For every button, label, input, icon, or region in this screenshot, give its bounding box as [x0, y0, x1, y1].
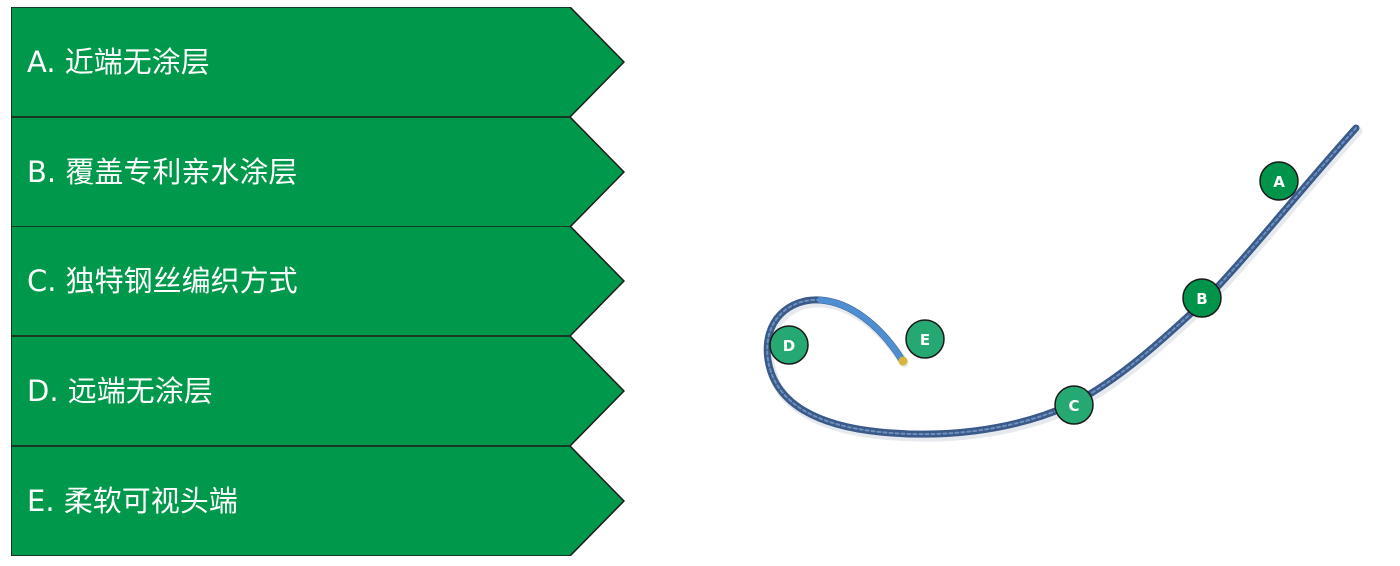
feature-label-list: A. 近端无涂层 B. 覆盖专利亲水涂层 C. 独特钢丝编织方式 D. 远端无涂… [0, 0, 640, 562]
arrow-shape [11, 7, 625, 117]
feature-label-e: E. 柔软可视头端 [11, 446, 625, 556]
feature-label-text: E. 柔软可视头端 [27, 484, 238, 518]
feature-label-b: B. 覆盖专利亲水涂层 [11, 117, 625, 227]
marker-e: E [905, 319, 945, 359]
feature-label-text: D. 远端无涂层 [27, 374, 213, 408]
feature-label-text: A. 近端无涂层 [27, 45, 210, 79]
arrow-shape [11, 446, 625, 556]
arrow-shape [11, 226, 625, 336]
arrow-shape [11, 117, 625, 227]
guidewire-svg: A B C D E [763, 124, 1363, 442]
marker-letter: B [1196, 290, 1207, 308]
guidewire-soft-tip [817, 297, 905, 363]
feature-label-c: C. 独特钢丝编织方式 [11, 226, 625, 336]
marker-b: B [1182, 278, 1222, 318]
guidewire-tip-end [898, 356, 908, 366]
guidewire-braid [766, 127, 1357, 436]
marker-letter: C [1068, 397, 1079, 415]
marker-letter: E [920, 331, 930, 349]
arrow-shape [11, 336, 625, 446]
guidewire-illustration: A B C D E [640, 0, 1400, 562]
marker-letter: A [1273, 173, 1285, 191]
feature-label-text: C. 独特钢丝编织方式 [27, 264, 298, 298]
marker-d: D [769, 325, 809, 365]
marker-c: C [1054, 385, 1094, 425]
marker-a: A [1259, 161, 1299, 201]
feature-label-d: D. 远端无涂层 [11, 336, 625, 446]
marker-letter: D [783, 337, 795, 355]
feature-label-a: A. 近端无涂层 [11, 7, 625, 117]
feature-label-text: B. 覆盖专利亲水涂层 [27, 155, 298, 189]
